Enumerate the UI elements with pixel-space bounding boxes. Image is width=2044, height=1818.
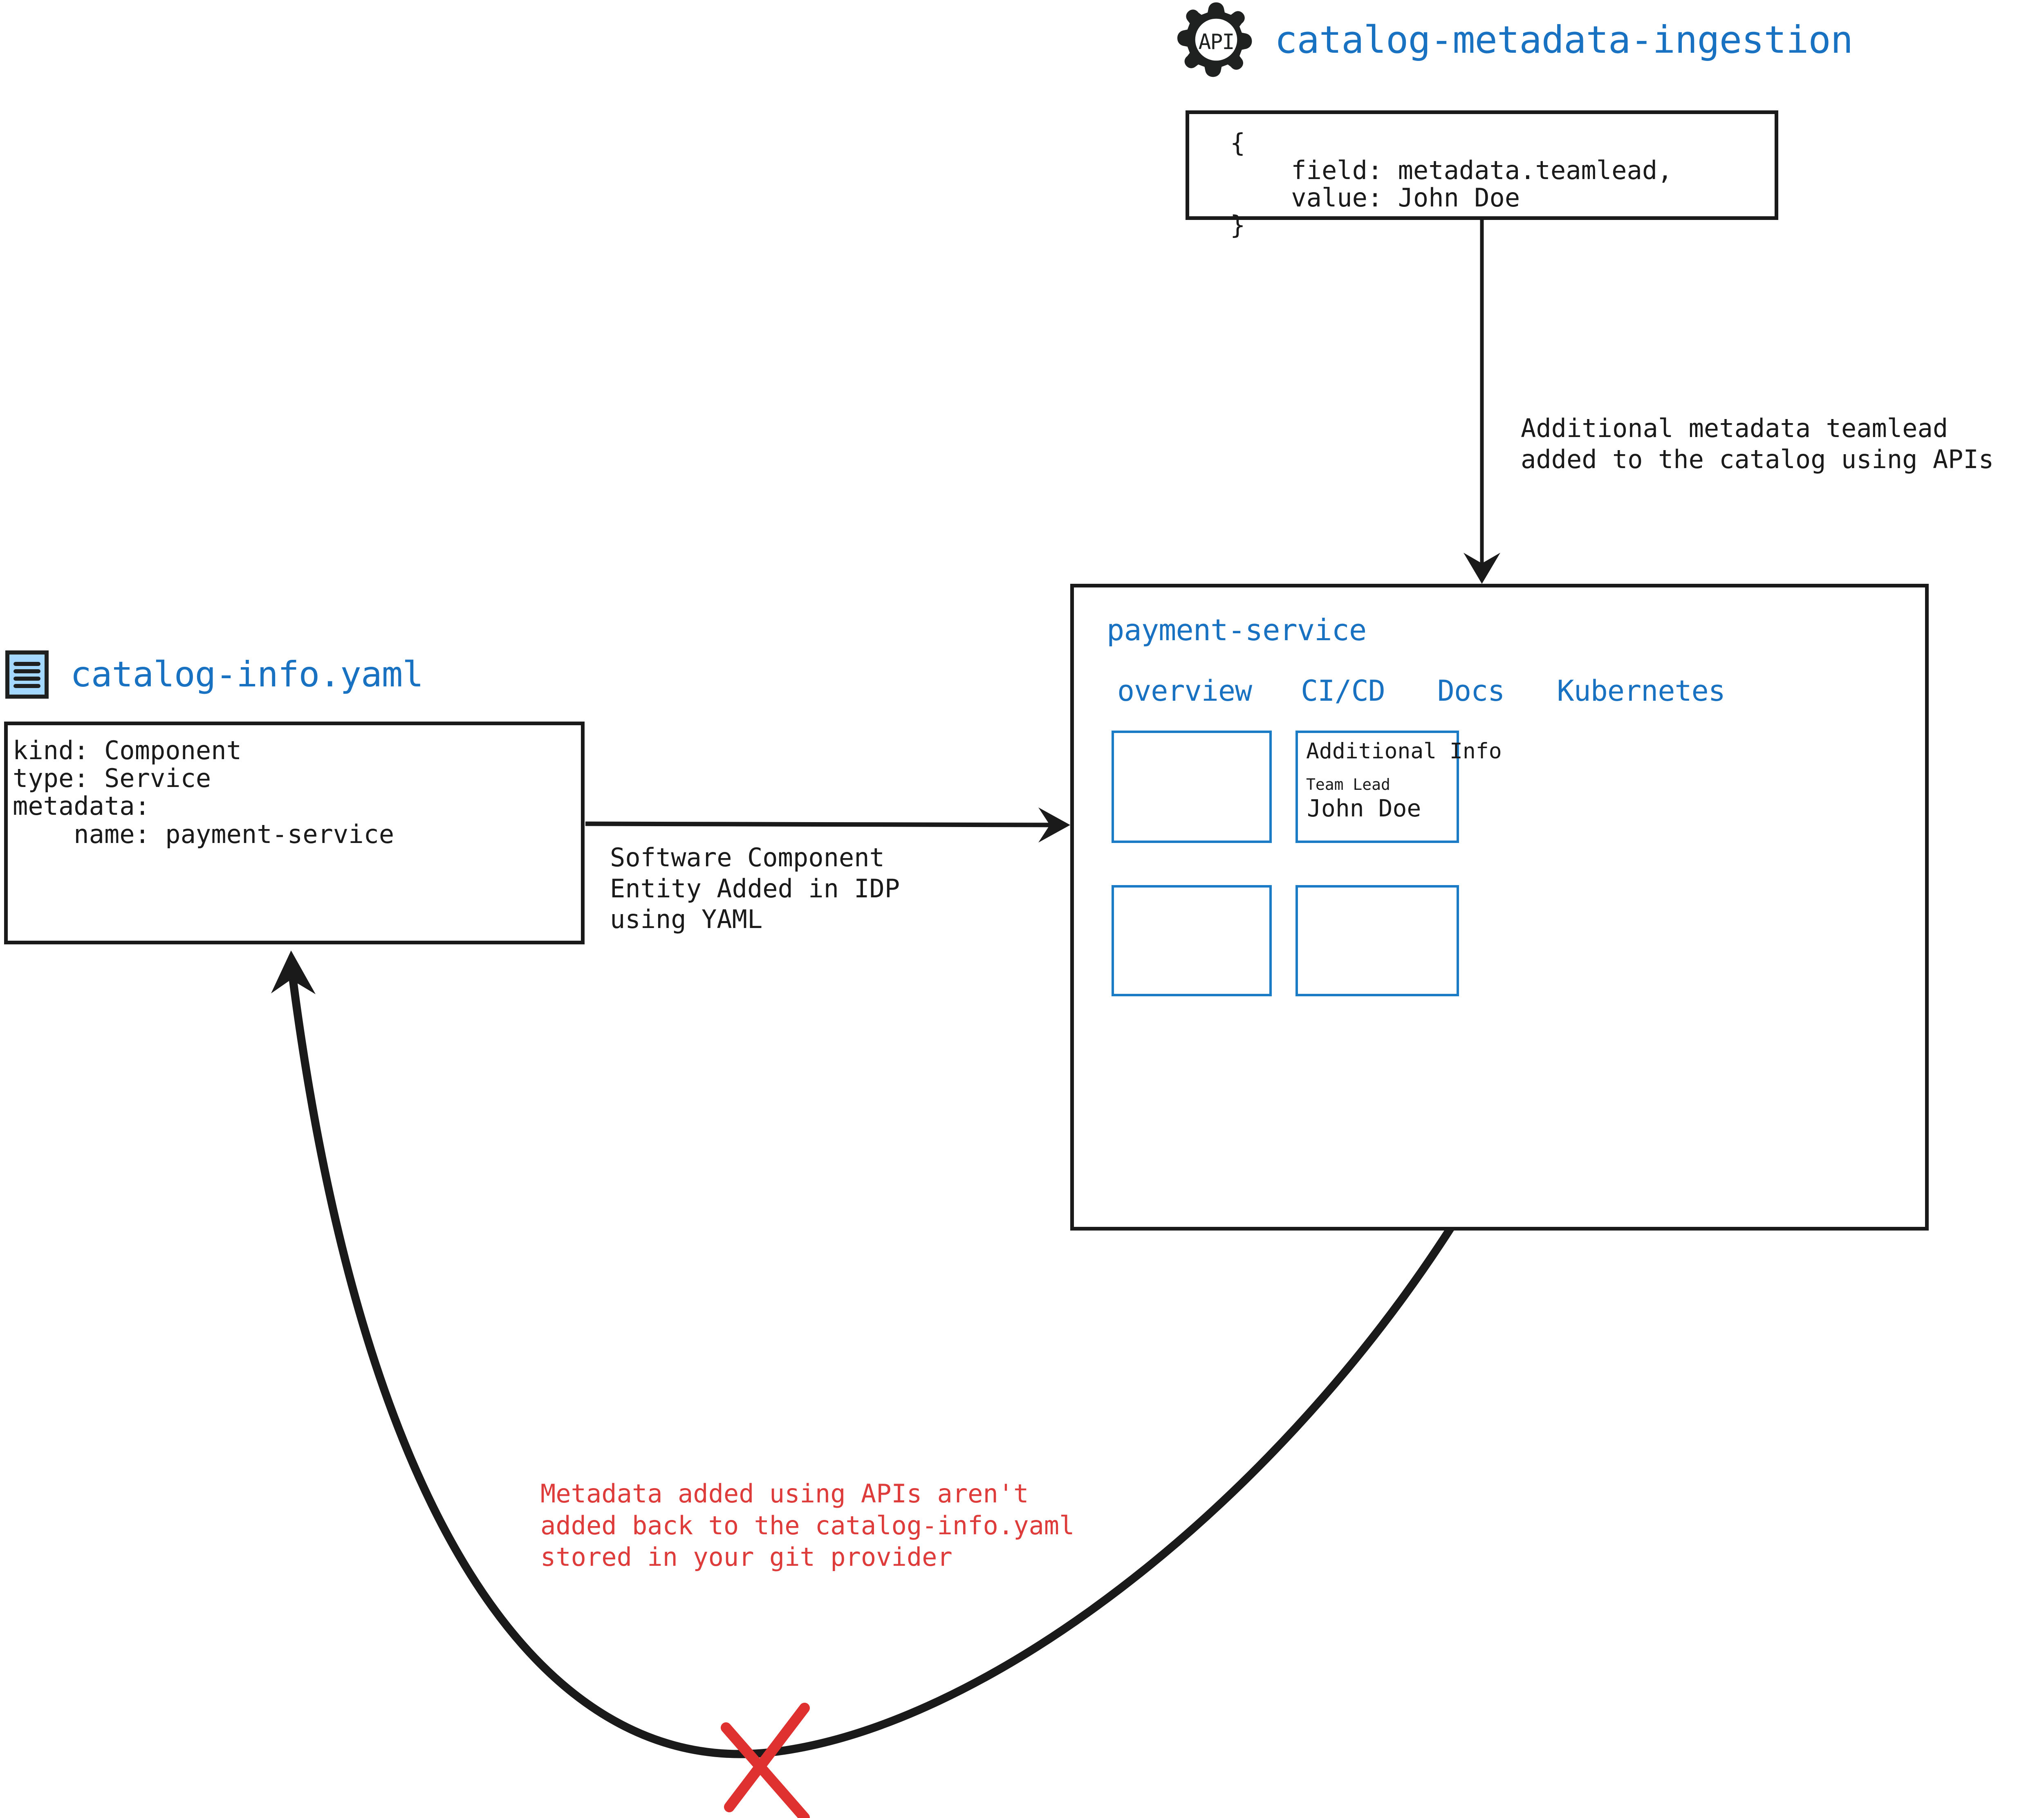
yaml-content-box: kind: Component type: Service metadata: …	[4, 722, 585, 944]
service-tab-bar: overview CI/CD Docs Kubernetes	[1106, 674, 1874, 708]
service-panel-title: payment-service	[1107, 613, 1367, 647]
api-to-panel-arrow	[1464, 220, 1500, 584]
service-catalog-panel: payment-service overview CI/CD Docs Kube…	[1070, 584, 1929, 1231]
additional-info-title: Additional Info	[1306, 739, 1502, 764]
team-lead-value: John Doe	[1307, 794, 1421, 822]
api-payload-code: { field: metadata.teamlead, value: John …	[1230, 128, 1673, 240]
yaml-flow-label: Software Component Entity Added in IDP u…	[610, 843, 900, 935]
api-source-title: catalog-metadata-ingestion	[1275, 18, 1853, 62]
tab-overview[interactable]: overview	[1117, 674, 1252, 708]
svg-text:API: API	[1199, 30, 1234, 54]
yaml-to-panel-arrow	[585, 807, 1070, 843]
api-source-header: API catalog-metadata-ingestion	[1177, 1, 1853, 78]
panel-card-top-left	[1112, 731, 1272, 843]
yaml-source-title: catalog-info.yaml	[70, 654, 424, 695]
api-payload-box: { field: metadata.teamlead, value: John …	[1186, 110, 1778, 239]
panel-card-bottom-right	[1295, 885, 1459, 996]
tab-docs[interactable]: Docs	[1437, 674, 1505, 708]
tab-cicd[interactable]: CI/CD	[1301, 674, 1385, 708]
yaml-content-code: kind: Component type: Service metadata: …	[13, 735, 394, 849]
api-flow-label: Additional metadata teamlead added to th…	[1521, 413, 1994, 474]
red-cross-icon	[721, 1703, 810, 1818]
api-gear-icon: API	[1177, 2, 1252, 77]
yaml-file-icon	[5, 650, 49, 699]
tab-kubernetes[interactable]: Kubernetes	[1557, 674, 1725, 708]
panel-card-bottom-left	[1112, 885, 1272, 996]
panel-card-additional-info: Additional Info Team Lead John Doe	[1295, 731, 1502, 843]
team-lead-label: Team Lead	[1306, 776, 1390, 794]
yaml-source-header: catalog-info.yaml	[5, 650, 424, 699]
sync-warning-note: Metadata added using APIs aren't added b…	[540, 1479, 1075, 1572]
